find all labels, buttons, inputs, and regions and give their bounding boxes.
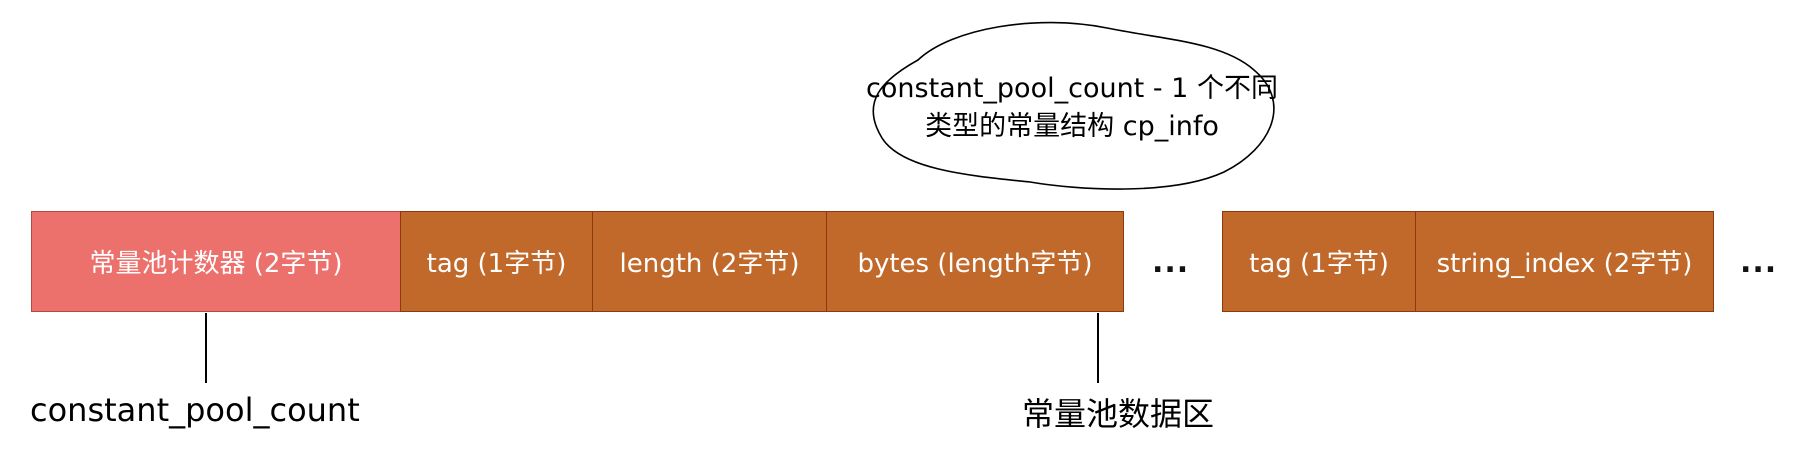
ellipsis-1: ... <box>1152 245 1190 280</box>
string-index-cell: string_index (2字节) <box>1415 211 1714 312</box>
cloud-text: constant_pool_count - 1 个不同 类型的常量结构 cp_i… <box>862 70 1282 146</box>
cloud-text-line-2: 类型的常量结构 cp_info <box>925 111 1219 142</box>
bytes-cell: bytes (length字节) <box>826 211 1124 312</box>
cell-label: string_index (2字节) <box>1436 249 1693 279</box>
tag-cell: tag (1字节) <box>400 211 593 312</box>
constant-pool-counter-cell: 常量池计数器 (2字节) <box>31 211 401 312</box>
cell-label: 常量池计数器 (2字节) <box>89 249 343 279</box>
cell-label: tag (1字节) <box>426 249 567 279</box>
cloud-text-line-1: constant_pool_count - 1 个不同 <box>866 73 1278 104</box>
cell-label: tag (1字节) <box>1249 249 1389 279</box>
length-cell: length (2字节) <box>592 211 827 312</box>
tag-cell-2: tag (1字节) <box>1222 211 1416 312</box>
cloud-callout <box>872 21 1275 190</box>
ellipsis-2: ... <box>1740 245 1778 280</box>
data-area-pointer-line <box>1097 313 1099 383</box>
cell-label: bytes (length字节) <box>857 249 1093 279</box>
constant-pool-count-label: constant_pool_count <box>30 391 360 429</box>
pool-data-area-label: 常量池数据区 <box>1022 395 1215 433</box>
counter-pointer-line <box>205 313 207 383</box>
cell-label: length (2字节) <box>619 249 800 279</box>
